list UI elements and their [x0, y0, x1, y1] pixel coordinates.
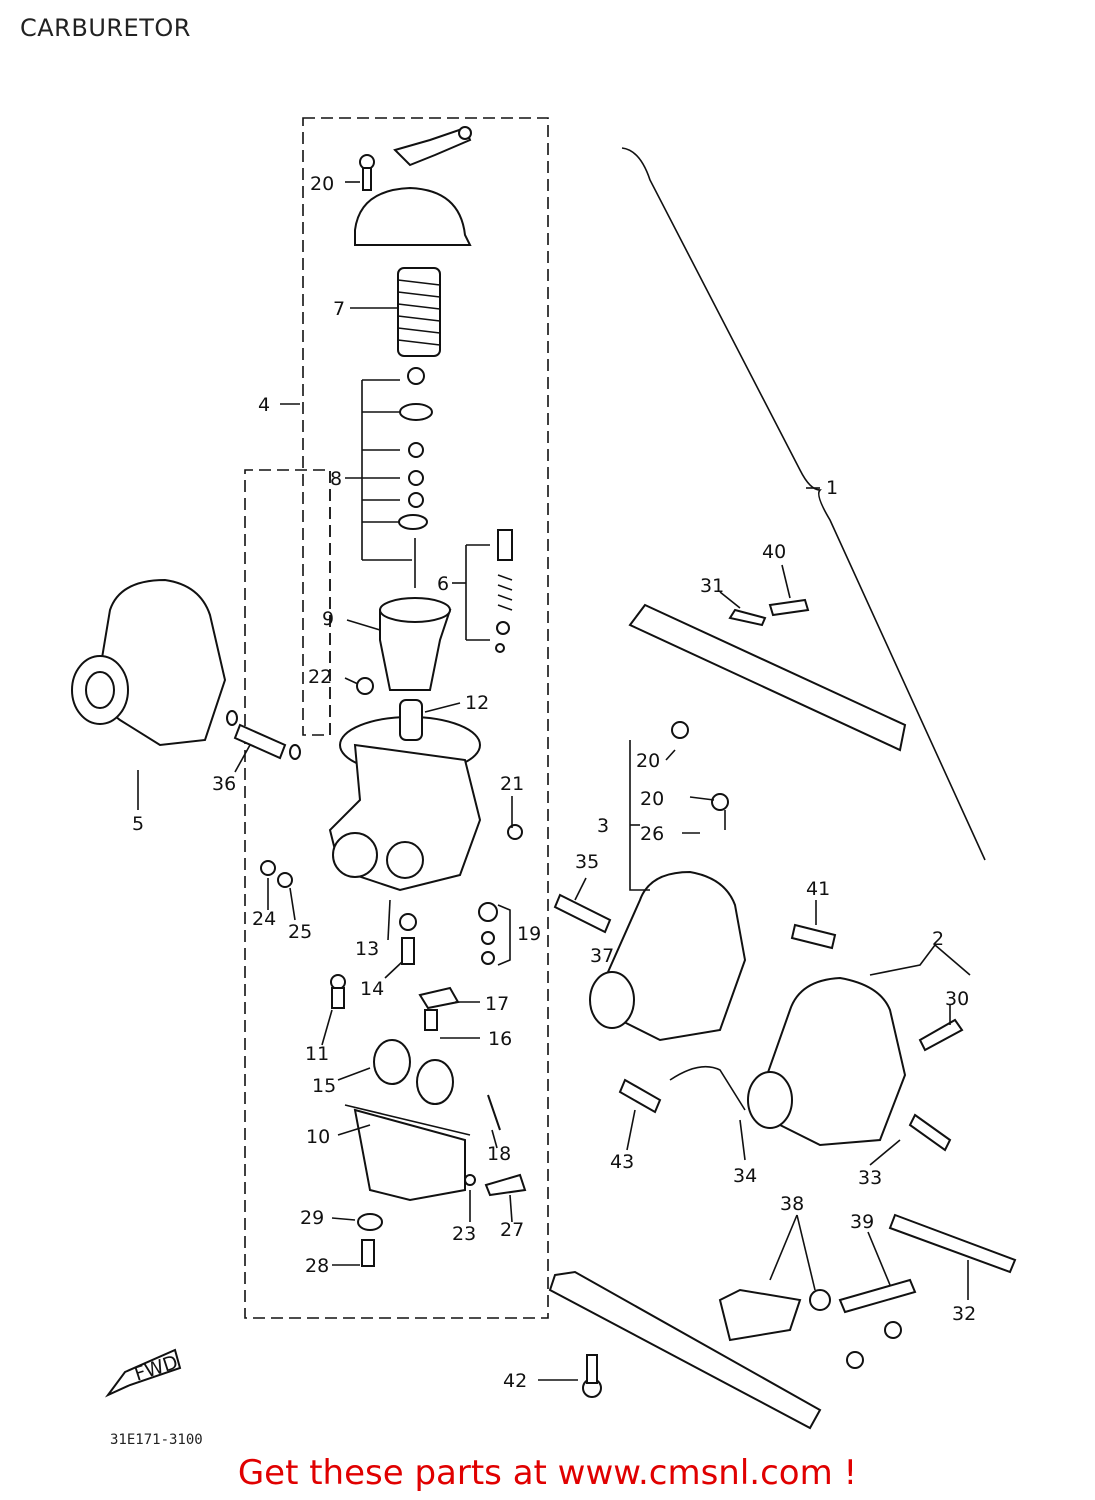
- callout-11: 11: [305, 1043, 329, 1065]
- diagram-part-number: 31E171-3100: [110, 1432, 203, 1448]
- main-carburetor-body: [328, 699, 482, 892]
- diaphragm-spring: [397, 267, 441, 357]
- carburetor-5: [71, 578, 227, 747]
- callout-23: 23: [452, 1223, 476, 1245]
- callout-28: 28: [305, 1255, 329, 1277]
- rod-32: [888, 1213, 1017, 1274]
- callout-8: 8: [330, 468, 342, 490]
- callout-21: 21: [500, 773, 524, 795]
- throttle-lever: [393, 126, 472, 167]
- callout-3: 3: [597, 815, 609, 837]
- footer-link[interactable]: Get these parts at www.cmsnl.com !: [237, 1453, 858, 1493]
- float-15: [373, 1039, 454, 1105]
- screw-20-top: [359, 154, 375, 191]
- callout-26: 26: [640, 823, 664, 845]
- callout-20: 20: [310, 173, 334, 195]
- callout-27: 27: [500, 1219, 524, 1241]
- callout-35: 35: [575, 851, 599, 873]
- joint-pipe-36: [233, 723, 287, 760]
- callout-15: 15: [312, 1075, 336, 1097]
- fwd-arrow-icon: FWD: [104, 1348, 182, 1398]
- callout-33: 33: [858, 1167, 882, 1189]
- callout-30: 30: [945, 988, 969, 1010]
- callout-20c: 20: [640, 788, 664, 810]
- callout-16: 16: [488, 1028, 512, 1050]
- joint-pipe-41: [790, 923, 837, 950]
- callout-42: 42: [503, 1370, 527, 1392]
- callout-41: 41: [806, 878, 830, 900]
- callout-43: 43: [610, 1151, 634, 1173]
- callout-24: 24: [252, 908, 276, 930]
- callout-34: 34: [733, 1165, 757, 1187]
- svg-text:FWD: FWD: [132, 1351, 181, 1386]
- vacuum-cap: [354, 186, 472, 246]
- callout-38: 38: [780, 1193, 804, 1215]
- callout-20b: 20: [636, 750, 660, 772]
- carburetor-2: [747, 976, 907, 1147]
- callout-5: 5: [132, 813, 144, 835]
- jet-needle-set: [361, 367, 433, 588]
- callout-10: 10: [306, 1126, 330, 1148]
- wire-part-1: [621, 147, 986, 861]
- callout-17: 17: [485, 993, 509, 1015]
- screw-22: [356, 677, 374, 695]
- callout-25: 25: [288, 921, 312, 943]
- callout-14: 14: [360, 978, 384, 1000]
- callout-22: 22: [308, 666, 332, 688]
- callout-1: 1: [826, 477, 838, 499]
- callout-12: 12: [465, 692, 489, 714]
- part-19: [478, 902, 511, 966]
- needle-jet-set-6: [465, 529, 513, 653]
- callout-37: 37: [590, 945, 614, 967]
- callout-39: 39: [850, 1211, 874, 1233]
- hose-34: [669, 1065, 746, 1111]
- callout-7: 7: [333, 298, 345, 320]
- float-bowl-10: [353, 1108, 466, 1202]
- callout-19: 19: [517, 923, 541, 945]
- callout-40: 40: [762, 541, 786, 563]
- callout-4: 4: [258, 394, 270, 416]
- joint-pipe-43: [618, 1078, 662, 1114]
- assembly-4-boundary: [244, 117, 549, 1319]
- callout-29: 29: [300, 1207, 324, 1229]
- callout-36: 36: [212, 773, 236, 795]
- callout-18: 18: [487, 1143, 511, 1165]
- callout-13: 13: [355, 938, 379, 960]
- callout-6: 6: [437, 573, 449, 595]
- callout-32: 32: [952, 1303, 976, 1325]
- carburetor-3: [589, 870, 747, 1042]
- joint-pipe-35: [553, 893, 612, 934]
- page-title: CARBURETOR: [20, 14, 191, 42]
- callout-2: 2: [932, 928, 944, 950]
- callout-9: 9: [322, 608, 334, 630]
- callout-31: 31: [700, 575, 724, 597]
- lower-bracket: [548, 1270, 822, 1430]
